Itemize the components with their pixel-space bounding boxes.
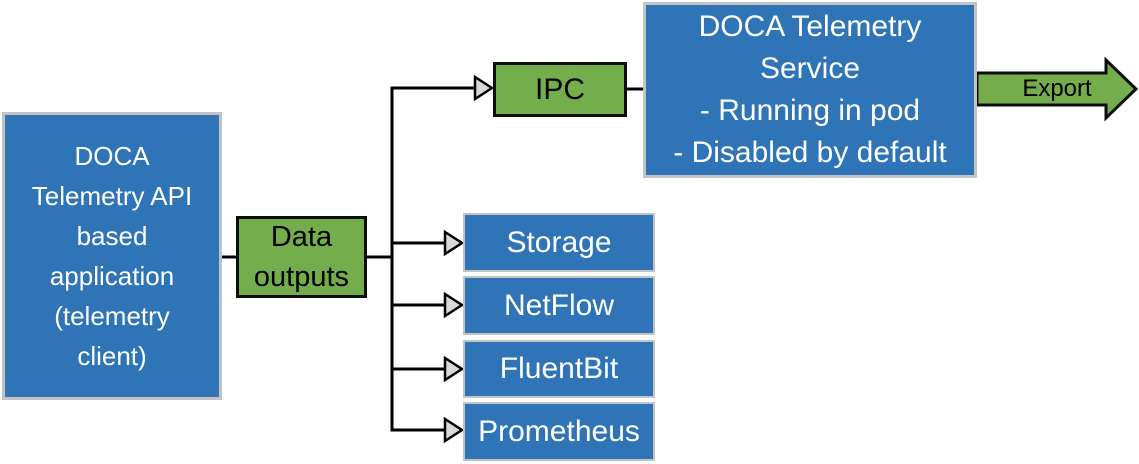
node-sink-fluentbit: FluentBit	[463, 340, 655, 398]
node-ipc: IPC	[493, 62, 627, 117]
arrowhead-storage-icon	[443, 229, 465, 257]
arrowhead-prometheus-icon	[443, 416, 465, 444]
node-sink-storage: Storage	[463, 213, 655, 272]
arrowhead-netflow-icon	[443, 291, 465, 319]
node-sink-prometheus: Prometheus	[463, 402, 655, 461]
node-telemetry-client: DOCA Telemetry API based application (te…	[2, 112, 222, 400]
arrowhead-fluentbit-icon	[443, 355, 465, 383]
node-sink-netflow: NetFlow	[463, 276, 655, 335]
arrowhead-ipc-icon	[473, 74, 495, 102]
node-doca-telemetry-service: DOCA Telemetry Service - Running in pod …	[643, 2, 977, 178]
export-arrow-label: Export	[1022, 75, 1092, 102]
node-data-outputs: Data outputs	[236, 216, 367, 298]
